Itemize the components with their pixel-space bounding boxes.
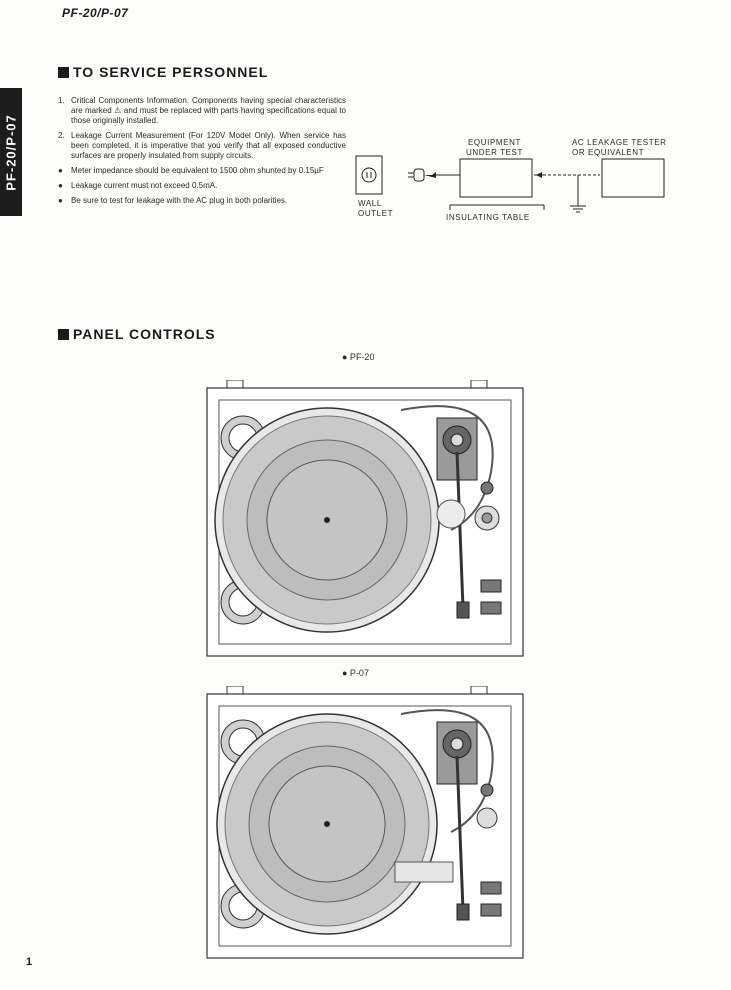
arm-lift-icon: [480, 783, 494, 797]
section-bullet-icon: [58, 66, 69, 78]
model-label-pf20: ● PF-20: [342, 352, 375, 362]
equipment-label-2: UNDER TEST: [466, 148, 523, 157]
hinge-icon: [226, 380, 244, 389]
note-marker: ●: [58, 181, 63, 190]
note-text: Be sure to test for leakage with the AC …: [71, 196, 288, 205]
equipment-box: [459, 158, 533, 198]
equipment-label-1: EQUIPMENT: [468, 138, 521, 147]
note-item: ● Meter impedance should be equivalent t…: [58, 166, 346, 176]
plug-icon: [408, 172, 414, 178]
record-weight-icon: [436, 499, 466, 529]
tester-label-1: AC LEAKAGE TESTER: [572, 138, 667, 147]
hinge-icon: [226, 686, 244, 695]
section-title-service: TO SERVICE PERSONNEL: [58, 64, 268, 80]
start-button: [480, 881, 502, 895]
note-item: ● Leakage current must not exceed 0.5mA.: [58, 181, 346, 191]
tonearm-icon: [455, 755, 465, 911]
start-button: [480, 579, 502, 593]
headshell-icon: [456, 601, 470, 619]
dust-cover-outline: [400, 405, 494, 531]
stop-button: [480, 903, 502, 917]
dust-cover-outline: [400, 709, 494, 833]
note-text: Leakage Current Measurement (For 120V Mo…: [71, 131, 346, 160]
wall-label-2: OUTLET: [358, 209, 393, 218]
section-title-text: PANEL CONTROLS: [73, 326, 216, 342]
model-label-p07: ● P-07: [342, 668, 369, 678]
note-marker: 2.: [58, 131, 65, 140]
note-text: Meter impedance should be equivalent to …: [71, 166, 324, 175]
hinge-icon: [470, 686, 488, 695]
service-notes: 1. Critical Components Information. Comp…: [58, 96, 346, 211]
tonearm-icon: [455, 451, 465, 609]
spindle-icon: [324, 821, 330, 827]
model-badge: [394, 861, 454, 883]
leakage-test-diagram: WALL OUTLET EQUIPMENT UNDER TEST INSULAT…: [355, 138, 667, 222]
wall-outlet-icon: [355, 155, 383, 195]
section-title-panel: PANEL CONTROLS: [58, 326, 216, 342]
spindle-icon: [324, 517, 330, 523]
stop-button: [480, 601, 502, 615]
ground-icon: [570, 205, 586, 213]
side-tab: PF-20/P-07: [0, 88, 22, 216]
note-item: 1. Critical Components Information. Comp…: [58, 96, 346, 126]
note-marker: 1.: [58, 96, 65, 105]
page-header: PF-20/P-07: [62, 6, 129, 20]
turntable-p07-illustration: [206, 686, 524, 959]
headshell-icon: [456, 903, 470, 921]
side-tab-text: PF-20/P-07: [3, 113, 19, 191]
note-text: Leakage current must not exceed 0.5mA.: [71, 181, 218, 190]
arm-lift-icon: [480, 481, 494, 495]
page-number: 1: [26, 956, 33, 968]
note-item: 2. Leakage Current Measurement (For 120V…: [58, 131, 346, 161]
speed-dial-icon: [476, 807, 498, 829]
hinge-icon: [470, 380, 488, 389]
table-label: INSULATING TABLE: [446, 213, 530, 222]
socket-icon: [361, 167, 377, 183]
tester-label-2: OR EQUIVALENT: [572, 148, 644, 157]
note-marker: ●: [58, 166, 63, 175]
turntable-pf20-illustration: [206, 380, 524, 657]
note-marker: ●: [58, 196, 63, 205]
wall-label-1: WALL: [358, 199, 382, 208]
section-bullet-icon: [58, 328, 69, 340]
note-item: ● Be sure to test for leakage with the A…: [58, 196, 346, 206]
section-title-text: TO SERVICE PERSONNEL: [73, 64, 269, 80]
note-text: Critical Components Information. Compone…: [71, 96, 346, 125]
tester-box: [601, 158, 665, 198]
